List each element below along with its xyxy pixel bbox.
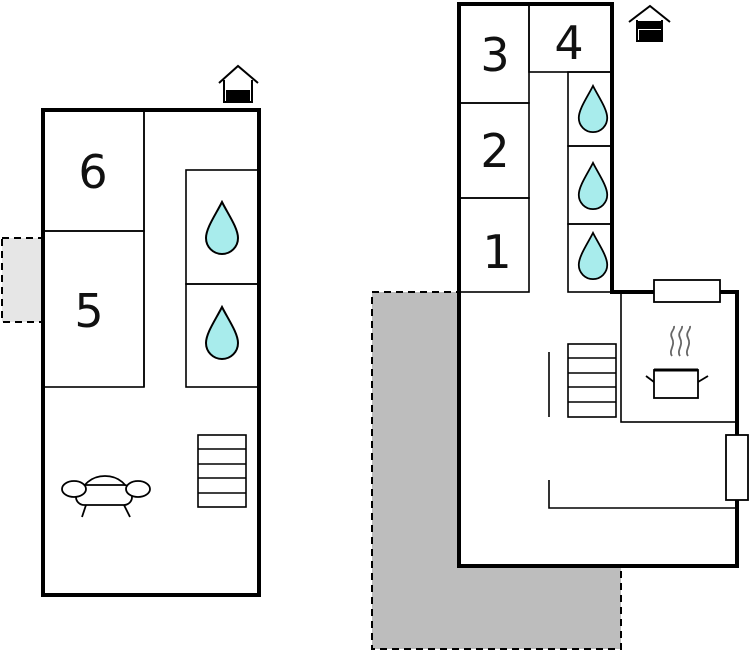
house-entrance-icon — [218, 64, 259, 103]
balcony — [1, 237, 43, 323]
right-bathroom-3 — [567, 223, 613, 293]
water-drop-icon — [577, 84, 609, 134]
sofa-icon — [61, 475, 151, 518]
window — [653, 279, 721, 303]
water-drop-icon — [205, 201, 239, 255]
water-drop-icon — [577, 231, 609, 281]
window — [725, 434, 749, 501]
room-number-6: 6 — [78, 145, 107, 199]
room-number-3: 3 — [480, 28, 509, 82]
stairs-icon — [567, 343, 617, 418]
right-floor: 3 4 2 1 — [371, 2, 749, 650]
left-floor: 6 5 — [1, 64, 261, 597]
kitchen — [620, 291, 738, 423]
room-1 — [458, 197, 530, 293]
room-number-4: 4 — [554, 16, 583, 70]
terrace — [371, 291, 622, 650]
partition — [548, 480, 737, 509]
stairs-icon — [197, 434, 247, 508]
room-number-5: 5 — [74, 284, 103, 338]
house-entrance-icon — [628, 4, 671, 42]
water-drop-icon — [577, 161, 609, 211]
water-drop-icon — [205, 306, 239, 360]
room-number-1: 1 — [482, 225, 511, 279]
left-bathroom-2 — [185, 283, 260, 388]
room-number-2: 2 — [480, 124, 509, 178]
cooking-pot-icon — [645, 325, 709, 399]
